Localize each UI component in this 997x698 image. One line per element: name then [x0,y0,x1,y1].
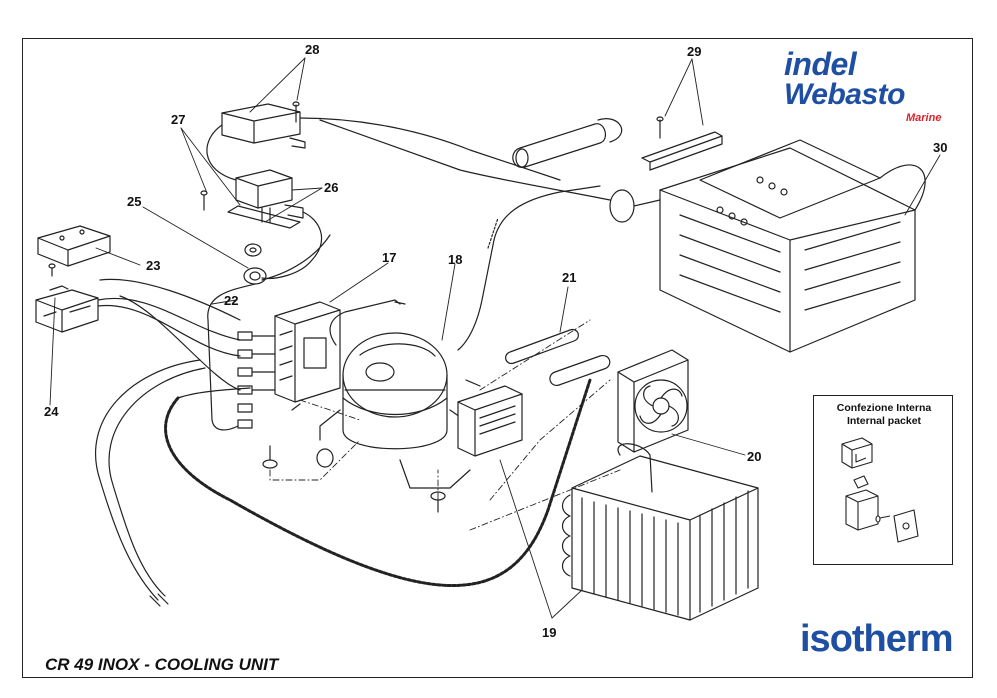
webasto-wordmark: Webasto [784,78,905,111]
relay-plate-icon [457,385,523,457]
page-title: CR 49 INOX - COOLING UNIT [45,655,279,674]
bracket-icon [641,131,723,171]
condenser-icon [561,443,759,621]
callout-23: 23 [146,258,161,273]
callout-19: 19 [542,625,557,640]
plate-icon [893,509,919,543]
packet-title-it: Confezione Interna [836,402,932,414]
thermostat-icon [37,225,111,267]
drawing-frame [22,38,973,678]
callout-26: 26 [324,180,339,195]
callout-18: 18 [448,252,463,267]
callout-25: 25 [127,194,142,209]
callout-24: 24 [44,404,59,419]
screw-icon [656,116,664,139]
relay-icon [845,475,879,531]
electronic-box-icon [221,103,306,149]
relay-icon [227,169,304,229]
connector-icon [237,331,253,429]
screw-icon [875,515,891,523]
electronic-unit-icon [274,301,341,403]
indel-webasto-logo: indel Webasto Marine [778,46,958,124]
callout-29: 29 [687,44,702,59]
evaporator-icon [659,139,916,353]
callout-28: 28 [305,42,320,57]
screw-icon [200,190,208,211]
callout-20: 20 [747,449,762,464]
screw-icon [292,101,300,123]
callout-21: 21 [562,270,577,285]
callout-30: 30 [933,140,948,155]
filter-dryer-icon [505,328,611,387]
callout-22: 22 [224,293,239,308]
isotherm-logo: isotherm [800,618,953,660]
internal-packet-inset: Confezione Interna Internal packet [813,395,953,565]
insulation-tube-icon [512,118,623,168]
packet-parts-drawing [841,437,919,543]
thermostat-body-icon [35,285,99,333]
callout-27: 27 [171,112,186,127]
callout-17: 17 [382,250,397,265]
packet-title-en: Internal packet [846,415,922,427]
screw-icon [48,263,56,277]
marine-wordmark: Marine [906,112,942,124]
connector-icon [841,437,873,469]
compressor-icon [319,299,471,489]
indel-wordmark: indel [784,46,857,82]
fan-icon [617,349,689,453]
